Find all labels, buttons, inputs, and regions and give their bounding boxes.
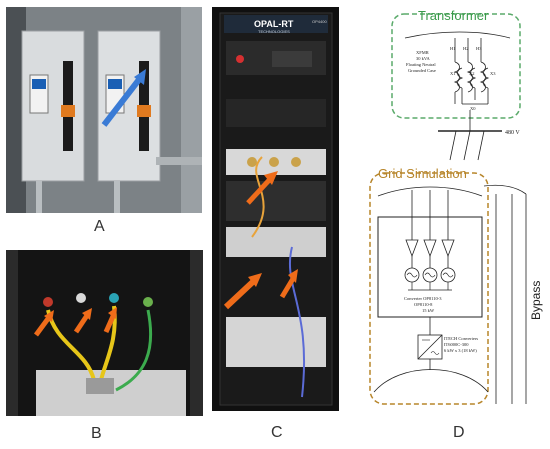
terminal-h3: H3 [476, 46, 482, 51]
transformer-desc-3: Floating Neutral [406, 62, 436, 67]
itech-label-2: IT6000C-300 [444, 342, 469, 347]
dc-source-arc [373, 369, 489, 393]
converter-label-2: OP8110-8 [414, 302, 433, 307]
terminal-x2: X2 [469, 71, 475, 76]
transformer-coils [453, 38, 490, 105]
panel-label-c: C [271, 424, 283, 441]
rack-model: OP4400 [312, 19, 327, 24]
feeder-lines [449, 130, 485, 161]
itech-label-3: 6 kW x 3 (18 kW) [444, 348, 477, 353]
arrow-icon [288, 269, 298, 283]
terminal-h1: H1 [450, 46, 456, 51]
converter-label-3: 15 kW [422, 308, 435, 313]
panel-label-d: D [453, 424, 465, 441]
grid-sim-box [369, 172, 489, 405]
inverter-icon [417, 334, 443, 360]
arrow-icon [264, 171, 278, 185]
arrow-icon [44, 310, 54, 322]
rack-logo-sub: TECHNOLOGIES [258, 29, 290, 34]
photo-c-drawing: OPAL-RT TECHNOLOGIES OP4400 [212, 7, 339, 411]
converter-feeds [411, 190, 449, 240]
photo-panel-c: OPAL-RT TECHNOLOGIES OP4400 [212, 7, 339, 411]
arrow-icon [248, 273, 262, 287]
photo-b-drawing [6, 250, 203, 416]
voltage-label: 480 V [505, 130, 520, 136]
bypass-label: Bypass [529, 281, 543, 320]
photo-panel-a [6, 7, 202, 213]
transformer-title: Transformer [418, 8, 489, 23]
schematic-panel-d: Transformer H1 H2 H3 X1 X2 X3 X0 XFMR 30… [369, 8, 543, 405]
arrow-icon [134, 69, 146, 85]
terminal-x0: X0 [470, 106, 476, 111]
bypass-lines [483, 184, 527, 404]
transformer-desc-2: 30 kVA [416, 56, 431, 61]
panel-label-b: B [91, 425, 102, 442]
arrow-icon [82, 308, 92, 320]
panel-label-a: A [94, 218, 105, 235]
converter-label-1: Converter OP8110-3 [404, 296, 442, 301]
terminal-h2: H2 [463, 46, 469, 51]
terminal-x1: X1 [450, 71, 456, 76]
transformer-box [391, 13, 521, 119]
terminal-x3: X3 [490, 71, 496, 76]
photo-panel-b [6, 250, 203, 416]
photo-a-drawing [6, 7, 202, 213]
transformer-desc-1: XFMR [416, 50, 429, 55]
arrow-icon [108, 307, 117, 319]
transformer-desc-4: Grounded Case [408, 68, 436, 73]
amplifier-icon [405, 239, 455, 258]
rack-logo: OPAL-RT [254, 19, 294, 29]
grid-sim-title: Grid Simulation [378, 166, 467, 181]
itech-label-1: ITECH Converters [444, 336, 478, 341]
